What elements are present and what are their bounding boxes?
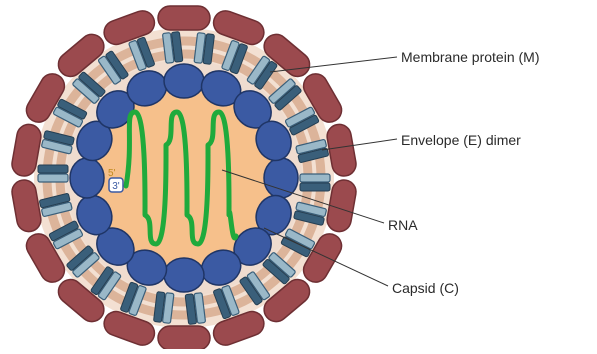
label-capsid: Capsid (C) — [392, 281, 459, 295]
envelope-dimer — [158, 6, 210, 30]
label-envelope-dimer: Envelope (E) dimer — [401, 133, 521, 147]
capsid-subunit — [264, 158, 298, 198]
rna-5prime-mark: 5' — [108, 168, 116, 179]
membrane-protein — [162, 31, 182, 63]
membrane-protein — [153, 292, 173, 324]
envelope-dimer — [158, 326, 210, 349]
membrane-protein-right — [38, 165, 68, 173]
membrane-protein-left — [38, 174, 68, 182]
membrane-protein — [38, 165, 68, 182]
rna-3prime-mark: 3' — [112, 181, 120, 192]
label-membrane-protein: Membrane protein (M) — [401, 50, 540, 64]
envelope-dimer-body — [158, 6, 210, 30]
envelope-dimer-body — [158, 326, 210, 349]
membrane-protein — [185, 293, 205, 325]
capsid-subunit — [164, 64, 204, 98]
membrane-protein-right — [300, 183, 330, 191]
label-rna: RNA — [388, 218, 418, 232]
membrane-protein — [300, 174, 330, 191]
membrane-protein — [194, 33, 214, 65]
membrane-protein-left — [300, 174, 330, 182]
capsid-subunit — [70, 158, 104, 198]
capsid-subunit — [164, 258, 204, 292]
